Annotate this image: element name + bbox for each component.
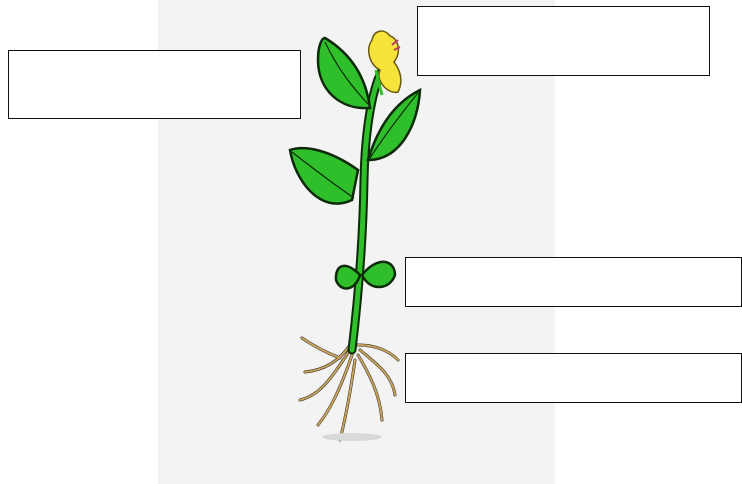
watermark-mark <box>322 433 382 441</box>
label-box-flower[interactable] <box>417 6 710 76</box>
label-box-root[interactable] <box>405 353 742 403</box>
label-box-leaf[interactable] <box>8 50 301 119</box>
stem <box>352 70 382 350</box>
label-box-stem[interactable] <box>405 257 742 307</box>
